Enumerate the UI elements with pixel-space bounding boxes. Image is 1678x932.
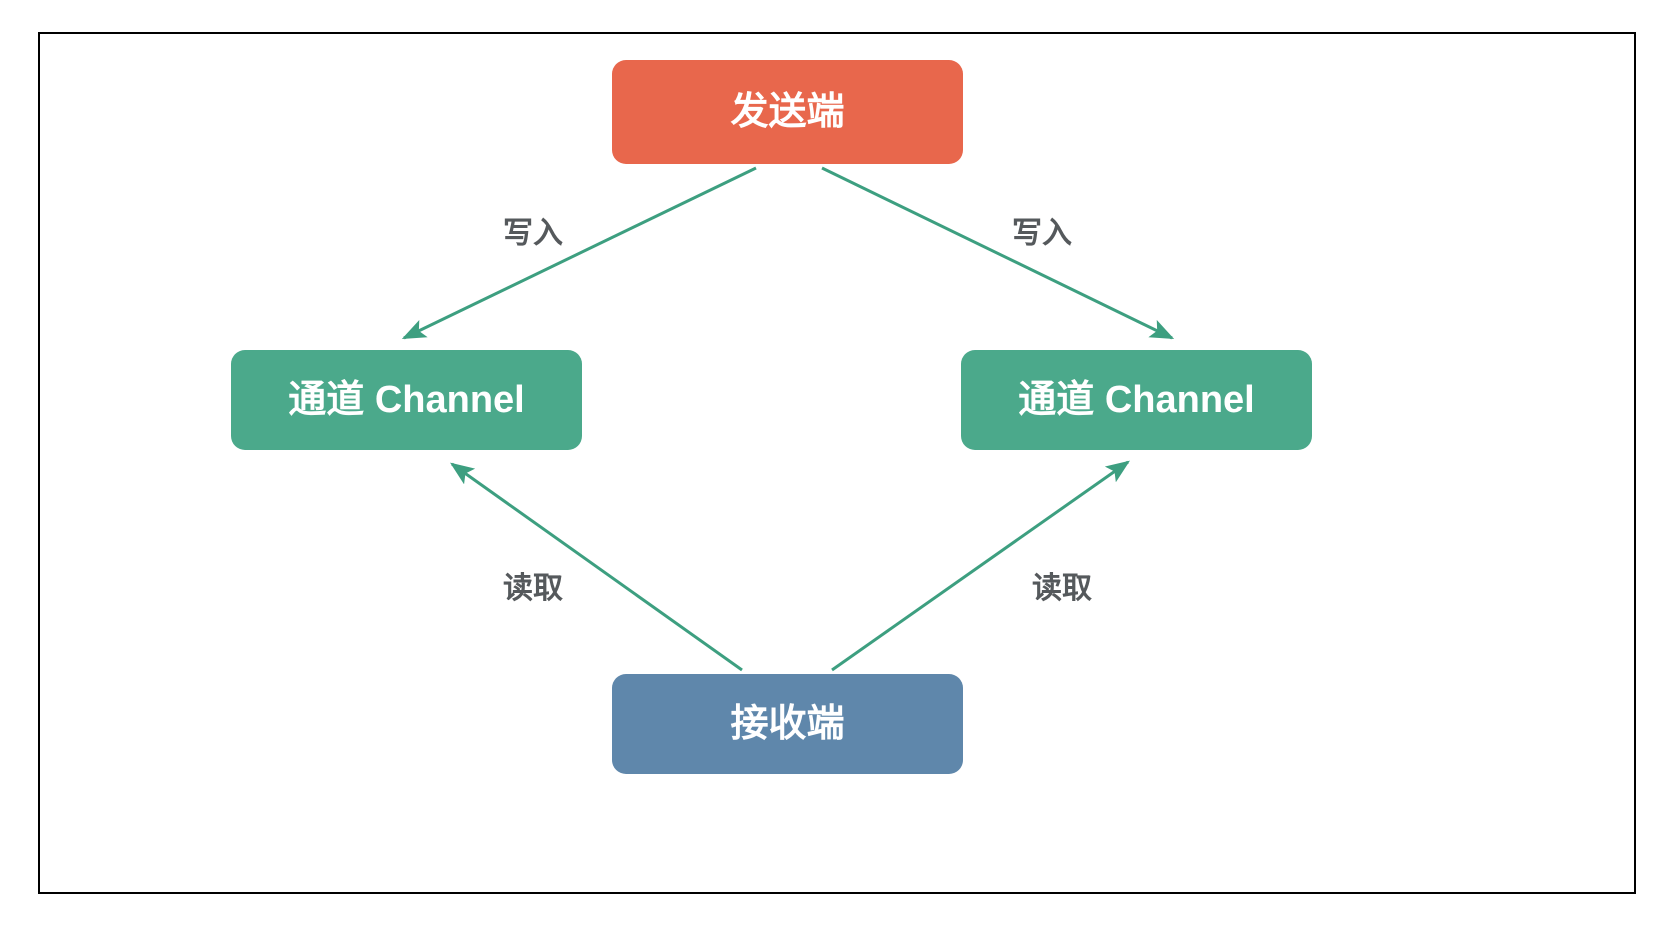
node-receiver[interactable]: 接收端 <box>612 674 963 774</box>
edge-sender-to-channel-right: 写入 <box>821 166 1175 340</box>
edge-line <box>821 166 1175 340</box>
edge-line <box>401 166 757 340</box>
edge-label-write-right: 写入 <box>1012 217 1072 250</box>
node-sender[interactable]: 发送端 <box>612 60 963 164</box>
edge-label-read-right: 读取 <box>1032 572 1092 605</box>
node-sender-box[interactable] <box>612 60 963 164</box>
edge-receiver-to-channel-left: 读取 <box>450 462 743 672</box>
node-receiver-label: 接收端 <box>730 703 844 745</box>
node-channel-left[interactable]: 通道 Channel <box>231 350 582 450</box>
node-sender-label: 发送端 <box>730 91 844 133</box>
node-receiver-box[interactable] <box>612 674 963 774</box>
node-channel-left-label: 通道 Channel <box>288 379 524 421</box>
node-channel-right-label: 通道 Channel <box>1018 379 1254 421</box>
edge-sender-to-channel-left: 写入 <box>401 166 757 340</box>
edge-label-write-left: 写入 <box>503 217 563 250</box>
node-channel-right[interactable]: 通道 Channel <box>961 350 1312 450</box>
node-channel-left-box[interactable] <box>231 350 582 450</box>
node-channel-right-box[interactable] <box>961 350 1312 450</box>
edge-line <box>831 460 1130 672</box>
edge-line <box>450 462 743 672</box>
edge-label-read-left: 读取 <box>503 572 563 605</box>
edge-receiver-to-channel-right: 读取 <box>831 460 1130 672</box>
